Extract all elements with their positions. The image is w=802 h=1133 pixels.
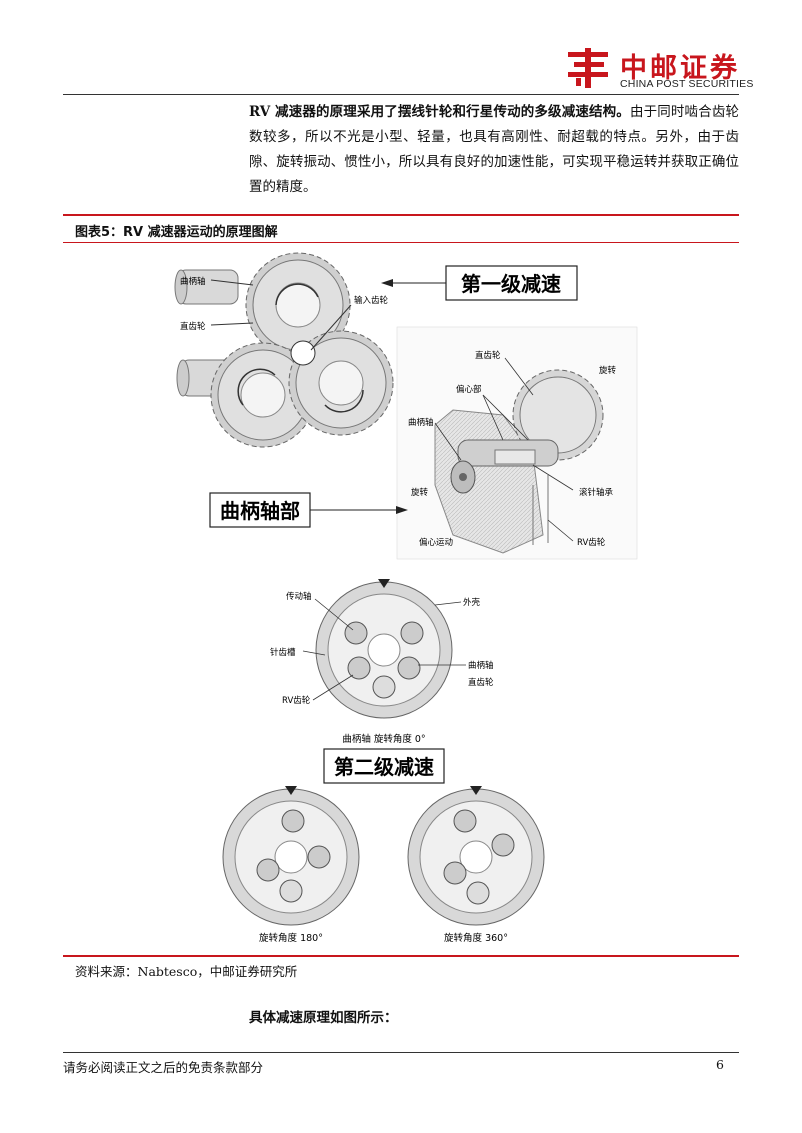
label-crankshaft-2: 曲柄轴 xyxy=(408,417,434,428)
label-second-stage: 第二级减速 xyxy=(334,755,434,779)
second-stage-box xyxy=(323,748,445,784)
label-spur-gear-2: 直齿轮 xyxy=(475,350,501,361)
brand-name-en: CHINA POST SECURITIES xyxy=(620,78,754,90)
figure-bottom-rule xyxy=(63,955,739,957)
label-needle-bearing: 滚针轴承 xyxy=(579,487,614,498)
intro-paragraph: RV 减速器的原理采用了摆线针轮和行星传动的多级减速结构。由于同时啮合齿轮数较多… xyxy=(249,100,739,200)
label-rv-gear: RV齿轮 xyxy=(577,537,606,548)
label-eccentric-part: 偏心部 xyxy=(456,384,482,395)
label-angle-360: 旋转角度 360° xyxy=(444,932,508,944)
intro-text: 由于同时啮合齿轮数较多，所以不光是小型、轻量，也具有高刚性、耐超载的特点。另外，… xyxy=(249,104,739,195)
rv-disc-180 xyxy=(222,786,360,926)
figure-source: 资料来源：Nabtesco，中邮证券研究所 xyxy=(75,964,298,979)
label-housing: 外壳 xyxy=(463,597,481,608)
label-spur-gear-3: 直齿轮 xyxy=(468,677,494,688)
label-pin-groove: 针齿槽 xyxy=(270,647,296,658)
label-rv-gear-2: RV齿轮 xyxy=(282,695,311,706)
logo-mark-icon xyxy=(568,48,608,88)
body-text: 具体减速原理如图所示： xyxy=(249,1010,398,1026)
label-eccentric-motion: 偏心运动 xyxy=(419,537,454,548)
rv-disc-0 xyxy=(315,579,453,719)
figure-title-rule xyxy=(63,242,739,243)
crank-section-cutaway xyxy=(434,369,604,554)
label-crankshaft: 曲柄轴 xyxy=(180,276,206,287)
label-drive-shaft: 传动轴 xyxy=(286,591,312,602)
brand-name: 中邮证券 xyxy=(620,53,740,84)
label-angle-0: 曲柄轴 旋转角度 0° xyxy=(342,733,425,745)
label-rotation-2: 旋转 xyxy=(411,487,429,498)
label-angle-180: 旋转角度 180° xyxy=(259,932,323,944)
rv-disc-360 xyxy=(407,786,545,926)
figure-top-rule xyxy=(63,214,739,216)
header-divider xyxy=(63,94,739,95)
intro-bold: RV 减速器的原理采用了摆线针轮和行星传动的多级减速结构。 xyxy=(249,104,630,120)
crank-section-box xyxy=(209,492,311,528)
page-number: 6 xyxy=(716,1057,724,1072)
label-input-gear: 输入齿轮 xyxy=(354,295,389,306)
footer-disclaimer: 请务必阅读正文之后的免责条款部分 xyxy=(63,1060,264,1075)
label-spur-gear: 直齿轮 xyxy=(180,321,206,332)
footer-divider xyxy=(63,1052,739,1053)
first-stage-gears xyxy=(174,252,394,448)
first-stage-box xyxy=(445,265,578,301)
label-crank-section: 曲柄轴部 xyxy=(220,499,300,523)
rv-reducer-diagram: 曲柄轴 直齿轮 输入齿轮 第一级减速 直齿轮 旋转 偏心部 曲柄轴 旋转 滚针轴… xyxy=(174,252,638,944)
label-crankshaft-3: 曲柄轴 xyxy=(468,660,494,671)
label-first-stage: 第一级减速 xyxy=(461,272,561,296)
label-rotation: 旋转 xyxy=(599,365,617,376)
figure-title: 图表5：RV 减速器运动的原理图解 xyxy=(75,225,278,240)
